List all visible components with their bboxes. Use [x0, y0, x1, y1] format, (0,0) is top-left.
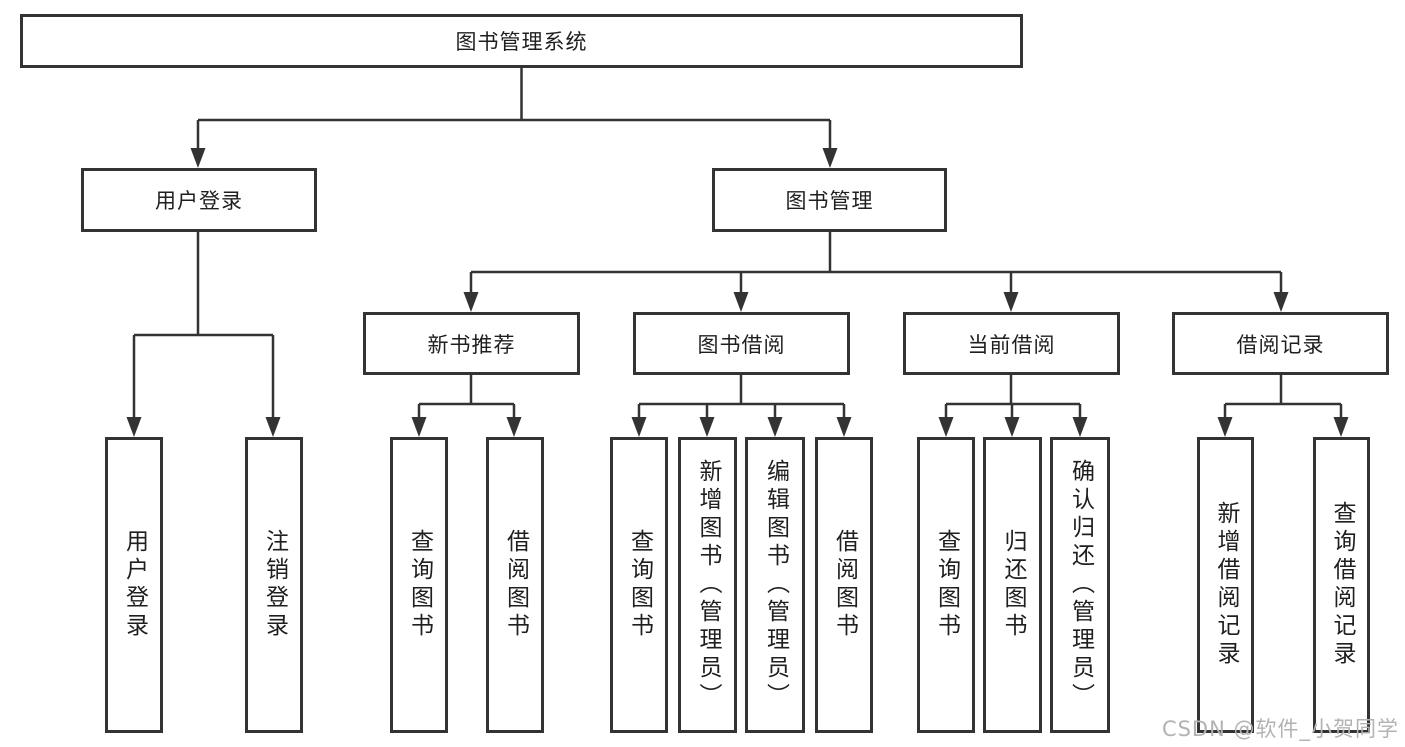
node-label: 查询图书: [626, 529, 653, 641]
node-label: 借阅记录: [1236, 332, 1325, 357]
node-label: 图书管理系统: [455, 30, 588, 54]
node-label: 查询借阅记录: [1329, 501, 1355, 669]
node-label: 注销登录: [261, 529, 288, 641]
arrowhead-icons: [126, 148, 1349, 437]
node-label: 新书推荐: [427, 332, 516, 357]
leaf-query-books-borrow: 查询图书: [610, 437, 668, 733]
node-label: 新增借阅记录: [1213, 501, 1239, 669]
node-root-library-management-system: 图书管理系统: [20, 14, 1023, 68]
node-label: 当前借阅: [967, 332, 1056, 357]
leaf-query-books-recommend: 查询图书: [390, 437, 448, 733]
leaf-add-borrow-record: 新增借阅记录: [1197, 437, 1254, 733]
leaf-add-books-admin: 新增图书（管理员）: [678, 437, 737, 733]
node-book-management: 图书管理: [712, 168, 947, 232]
leaf-borrow-books-recommend: 借阅图书: [486, 437, 544, 733]
node-borrow-records: 借阅记录: [1172, 312, 1389, 375]
node-label: 确认归还（管理员）: [1067, 459, 1094, 711]
node-label: 图书管理: [785, 189, 874, 213]
leaf-query-borrow-record: 查询借阅记录: [1313, 437, 1370, 733]
leaf-user-login: 用户登录: [105, 437, 163, 733]
node-label: 新增图书（管理员）: [695, 459, 721, 711]
node-current-borrow: 当前借阅: [903, 312, 1120, 375]
node-book-borrow: 图书借阅: [633, 312, 850, 375]
leaf-query-books-current: 查询图书: [917, 437, 975, 733]
node-user-login: 用户登录: [81, 168, 317, 232]
node-label: 图书借阅: [697, 332, 786, 357]
node-label: 编辑图书（管理员）: [762, 459, 789, 711]
leaf-edit-books-admin: 编辑图书（管理员）: [745, 437, 805, 733]
leaf-logout: 注销登录: [245, 437, 303, 733]
node-label: 查询图书: [933, 529, 960, 641]
node-label: 借阅图书: [502, 529, 529, 641]
node-label: 用户登录: [121, 529, 148, 641]
node-label: 借阅图书: [831, 529, 858, 641]
node-label: 查询图书: [406, 529, 433, 641]
node-label: 用户登录: [155, 189, 243, 213]
leaf-borrow-books: 借阅图书: [815, 437, 873, 733]
node-new-book-recommend: 新书推荐: [363, 312, 580, 375]
csdn-watermark: CSDN @软件_小贺同学: [1161, 717, 1399, 741]
leaf-return-books: 归还图书: [983, 437, 1042, 733]
node-label: 归还图书: [1000, 529, 1026, 641]
leaf-confirm-return-admin: 确认归还（管理员）: [1050, 437, 1110, 733]
